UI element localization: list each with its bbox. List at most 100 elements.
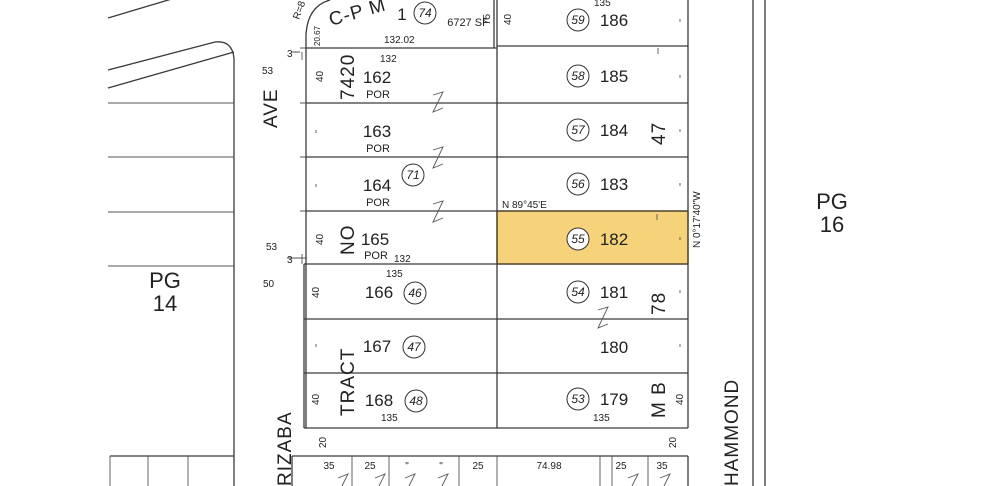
dim: 40 <box>315 233 326 245</box>
bottom-dim: 25 <box>364 461 376 472</box>
dim: 135 <box>381 413 398 424</box>
lot-number-circle <box>413 1 437 25</box>
dim: 135 <box>594 0 611 9</box>
dim: 40 <box>311 286 322 298</box>
pg14-label: PG <box>149 268 181 293</box>
street-ave: AVE <box>261 88 282 128</box>
parcel-note: POR <box>366 89 390 101</box>
lot-number-circle <box>402 335 426 359</box>
parcel-number: 165 <box>361 230 389 249</box>
dim: 3 <box>287 49 293 60</box>
lot-number-circle <box>566 172 590 196</box>
lot-number: 57 <box>571 123 586 137</box>
lot-number-circle <box>566 118 590 142</box>
lot-number-circle <box>566 387 590 411</box>
parcel-186[interactable]: 59 186 <box>566 8 628 32</box>
dim: 20 <box>668 436 679 448</box>
lot-number: 59 <box>571 13 585 27</box>
lot-number-circle <box>403 281 427 305</box>
dim: 40 <box>675 393 686 405</box>
parcel-number: 162 <box>363 68 391 87</box>
dim: 75 <box>482 13 493 25</box>
parcel-number: 183 <box>600 175 628 194</box>
parcel-166[interactable]: 166 46 <box>365 281 427 305</box>
lot-number: 56 <box>571 177 585 191</box>
lot-number-circle <box>401 163 425 187</box>
parcel-number: 186 <box>600 11 628 30</box>
central-block <box>287 0 766 486</box>
lot-number: 46 <box>408 286 422 300</box>
street-orizaba: RIZABA <box>275 411 296 486</box>
parcel-number: 180 <box>600 338 628 357</box>
lot-number-circle <box>566 280 590 304</box>
dim: 20.67 <box>313 25 322 46</box>
parcel-167[interactable]: 167 47 <box>363 335 426 359</box>
dim: 20 <box>318 436 329 448</box>
parcel-note: POR <box>366 197 390 209</box>
dim: 132 <box>394 254 411 265</box>
left-block-lines <box>107 0 235 486</box>
tract-word: TRACT <box>338 348 359 416</box>
dim: 132 <box>380 54 397 65</box>
lot-number: 54 <box>571 285 585 299</box>
lot-number-circle <box>566 227 590 251</box>
bottom-dim: 35 <box>656 461 668 472</box>
dim: 50 <box>263 279 275 290</box>
dim: 53 <box>262 66 274 77</box>
lot-number: 53 <box>571 392 585 406</box>
parcel-179[interactable]: 53 179 <box>566 387 628 411</box>
lot-number: 71 <box>406 168 419 182</box>
lot-number: 47 <box>407 340 422 354</box>
lot-number-circle <box>566 64 590 88</box>
parcel-185[interactable]: 58 185 <box>566 64 628 88</box>
highlighted-parcel-182[interactable] <box>496 210 689 265</box>
parcel-181[interactable]: 54 181 <box>566 280 628 304</box>
lot-number: 58 <box>571 69 585 83</box>
parcel-183[interactable]: 56 183 <box>566 172 628 196</box>
parcel-number: 182 <box>600 230 628 249</box>
street-hammond: HAMMOND <box>722 379 743 486</box>
top-label: C-P M <box>327 0 389 31</box>
mb-page-78: 78 <box>649 292 670 315</box>
mb-letters: M B <box>649 381 670 418</box>
lot-number-circle <box>566 8 590 32</box>
parcel-number: 166 <box>365 283 393 302</box>
bearing-n89: N 89°45'E <box>502 200 547 211</box>
bottom-dim: " <box>439 461 443 472</box>
pg16-label: PG <box>816 189 848 214</box>
parcel-1[interactable]: 1 74 6727 SF <box>397 1 489 29</box>
tract-number: 7420 <box>338 54 359 100</box>
parcel-number: 167 <box>363 337 391 356</box>
parcel-note: 6727 SF <box>447 17 489 29</box>
parcel-number: 185 <box>600 67 628 86</box>
parcel-number: 1 <box>397 5 406 24</box>
lot-number: 74 <box>418 6 432 20</box>
dimension-labels: 132.02 132 132 135 135 135 135 40 40 40 … <box>262 0 686 448</box>
parcel-number: 168 <box>365 391 393 410</box>
bottom-dim: 25 <box>472 461 484 472</box>
parcel-number: 181 <box>600 283 628 302</box>
bottom-dim: 25 <box>615 461 627 472</box>
bottom-dim: 74.98 <box>536 461 561 472</box>
dim: 40 <box>503 13 514 25</box>
parcel-180[interactable]: 180 <box>600 338 628 357</box>
parcel-note: POR <box>364 250 388 262</box>
bearing-n0: N 0°17'40"W <box>692 191 703 248</box>
parcel-number: 164 <box>363 176 391 195</box>
parcel-number: 163 <box>363 122 391 141</box>
dim: 53 <box>266 242 278 253</box>
parcel-number: 179 <box>600 390 628 409</box>
tract-no: NO <box>338 225 359 256</box>
parcel-note: POR <box>366 143 390 155</box>
